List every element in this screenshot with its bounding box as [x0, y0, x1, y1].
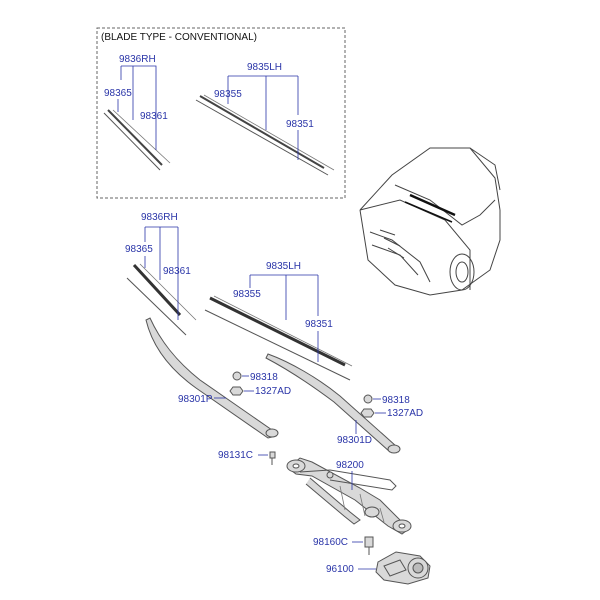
label-98301d: 98301D [337, 435, 372, 446]
inset-caption: (BLADE TYPE - CONVENTIONAL) [101, 32, 257, 43]
label-98131c: 98131C [218, 450, 253, 461]
main-rh-blade [126, 263, 197, 336]
vehicle-front-illustration [359, 147, 501, 296]
lh-nut-part [360, 408, 375, 418]
label-98301p: 98301P [178, 394, 213, 405]
wiper-motor-part [375, 551, 431, 585]
lh-cap-part [363, 394, 373, 404]
label-98355: 98355 [233, 289, 261, 300]
label-98200: 98200 [336, 460, 364, 471]
label-98351: 98351 [305, 319, 333, 330]
inset-panel: (BLADE TYPE - CONVENTIONAL) 9836RH 98365… [96, 27, 346, 199]
rh-cap-part [232, 371, 242, 381]
label-98318-lh: 98318 [382, 395, 410, 406]
bolt-part [269, 451, 276, 465]
label-98361: 98361 [163, 266, 191, 277]
inset-label-98361: 98361 [140, 111, 168, 122]
inset-label-9835lh: 9835LH [247, 62, 282, 73]
label-1327ad-lh: 1327AD [387, 408, 423, 419]
rh-wiper-arm [145, 317, 279, 439]
label-96100: 96100 [326, 564, 354, 575]
motor-bolt-part [364, 536, 374, 555]
label-98365: 98365 [125, 244, 153, 255]
lh-wiper-arm [265, 353, 401, 454]
inset-lh-blade [195, 94, 335, 176]
label-98160c: 98160C [313, 537, 348, 548]
inset-frame [96, 27, 346, 199]
wiper-linkage-assembly [286, 457, 412, 535]
rh-nut-part [229, 386, 244, 396]
inset-label-98351: 98351 [286, 119, 314, 130]
inset-leader-9835lh [227, 75, 299, 130]
inset-leader-9836rh [120, 65, 157, 150]
label-98318-rh: 98318 [250, 372, 278, 383]
label-1327ad-rh: 1327AD [255, 386, 291, 397]
label-9835lh: 9835LH [266, 261, 301, 272]
inset-label-98355: 98355 [214, 89, 242, 100]
inset-label-9836rh: 9836RH [119, 54, 156, 65]
leader-9835lh [249, 274, 319, 320]
inset-label-98365: 98365 [104, 88, 132, 99]
inset-rh-blade [103, 109, 171, 171]
label-9836rh: 9836RH [141, 212, 178, 223]
main-lh-blade [204, 295, 353, 381]
leader-9836rh [144, 226, 179, 320]
